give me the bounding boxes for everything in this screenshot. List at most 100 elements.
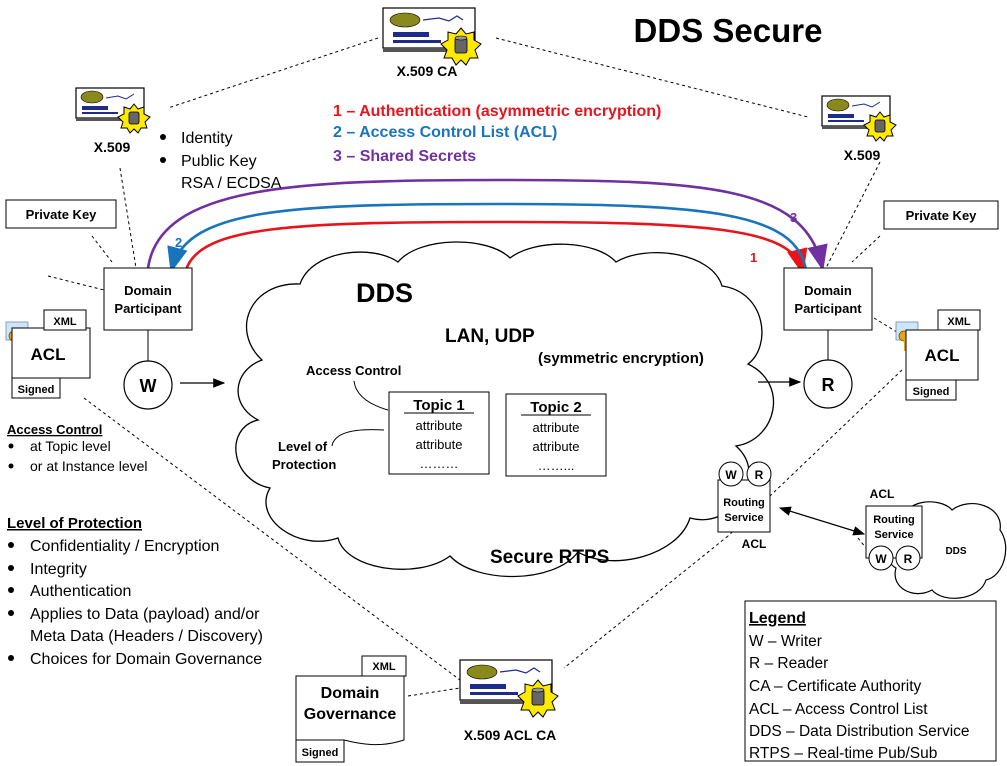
governance-line1: Domain [321,685,380,702]
ca-certificate-icon [382,7,482,66]
acl-ca-certificate-icon [459,659,559,718]
topic-2-name: Topic 2 [530,399,581,416]
right-acl-xml: XML [947,316,971,328]
left-participant-line2: Participant [114,301,182,316]
topic-1-box [388,391,490,475]
ca-label: X.509 CA [397,63,458,79]
routing-service-main [717,461,772,533]
identity-sub: RSA / ECDSA [181,175,282,192]
topic-1-name: Topic 1 [413,397,464,414]
right-participant-line1: Domain [804,283,852,298]
legend-item-3: ACL – Access Control List [749,701,928,718]
left-participant-line1: Domain [124,283,172,298]
cloud-title: DDS [356,278,413,308]
identity-item-1: Public Key [181,153,257,170]
reader-circle [803,359,853,409]
right-private-key-label: Private Key [906,208,978,223]
access-control-item-0: at Topic level [30,438,111,454]
arc-authentication [184,220,808,276]
domain-governance-document [295,655,407,763]
bullet-icon [160,134,166,140]
right-acl-signed: Signed [913,386,950,398]
cloud-access-control: Access Control [306,363,401,378]
right-acl-label: ACL [925,346,960,365]
writer-label: W [140,376,157,396]
topic-1-attr-0: attribute [416,418,463,433]
routing-main-line2: Service [724,512,763,524]
left-x509-label: X.509 [94,139,131,155]
right-domain-participant [783,267,873,331]
legend-heading: Legend [749,610,806,627]
step-acl: 2 – Access Control List (ACL) [333,124,557,141]
identity-item-0: Identity [181,130,233,147]
protection-heading: Level of Protection [7,515,142,532]
acl-ca-label: X.509 ACL CA [464,727,557,743]
topic-1-attr-2: ……… [420,456,459,471]
protection-item-2: Authentication [30,583,131,600]
reader-label: R [822,375,835,395]
arc-shared-secrets [146,178,828,272]
right-x509-certificate-icon [821,95,897,142]
left-acl-document [5,309,91,399]
routing-remote-w: W [875,552,887,566]
right-acl-document [895,309,981,401]
governance-signed: Signed [302,747,339,759]
arc-number-1: 1 [750,250,757,265]
diagram-title: DDS Secure [634,12,823,49]
routing-remote-acl: ACL [870,487,895,501]
governance-xml: XML [372,661,396,673]
legend-item-1: R – Reader [749,655,828,672]
legend-box [744,600,997,762]
right-participant-line2: Participant [794,301,862,316]
writer-circle [123,360,173,410]
protection-item-3: Applies to Data (payload) and/or [30,606,260,623]
routing-main-r: R [755,468,764,482]
protection-item-3-cont: Meta Data (Headers / Discovery) [30,628,263,645]
topic-2-attr-2: ……... [538,458,575,473]
protection-item-0: Confidentiality / Encryption [30,538,219,555]
topic-2-box [505,393,607,477]
arc-number-2: 2 [175,235,182,250]
access-control-heading: Access Control [7,422,102,437]
protection-item-1: Integrity [30,561,87,578]
protection-item-4: Choices for Domain Governance [30,651,262,668]
dds-cloud [235,241,774,578]
legend-item-0: W – Writer [749,633,822,650]
bullet-icon [160,157,166,163]
left-acl-xml: XML [53,316,77,328]
routing-main-acl: ACL [742,537,767,551]
routing-remote-r: R [904,552,913,566]
topic-2-attr-0: attribute [533,420,580,435]
routing-remote-line2: Service [874,529,913,541]
left-domain-participant [103,267,193,331]
security-arcs [146,178,828,276]
left-private-key-box [5,199,117,229]
arc-acl [167,202,808,274]
left-x509-certificate-icon [75,87,151,134]
right-private-key-box [883,200,999,230]
topic-2-attr-1: attribute [533,439,580,454]
small-cloud-dds: DDS [945,546,966,557]
governance-line2: Governance [304,706,397,723]
access-control-item-1: or at Instance level [30,458,148,474]
left-private-key-label: Private Key [26,207,98,222]
cloud-sym: (symmetric encryption) [538,350,704,367]
cloud-level-line1: Level of [278,439,328,454]
routing-main-line1: Routing [723,497,765,509]
routing-remote-line1: Routing [873,514,915,526]
topic-1-attr-1: attribute [416,437,463,452]
right-x509-label: X.509 [844,147,881,163]
left-acl-signed: Signed [18,384,55,396]
legend-item-4: DDS – Data Distribution Service [749,723,970,740]
routing-main-w: W [725,468,737,482]
cloud-rtps: Secure RTPS [490,547,609,568]
cloud-lan: LAN, UDP [445,326,535,347]
routing-service-remote [865,505,923,571]
left-acl-label: ACL [31,345,66,364]
arc-number-3: 3 [790,210,797,225]
legend-item-5: RTPS – Real-time Pub/Sub [749,745,937,762]
step-authentication: 1 – Authentication (asymmetric encryptio… [333,103,661,120]
legend-item-2: CA – Certificate Authority [749,678,922,695]
dashed-connectors [47,37,911,697]
